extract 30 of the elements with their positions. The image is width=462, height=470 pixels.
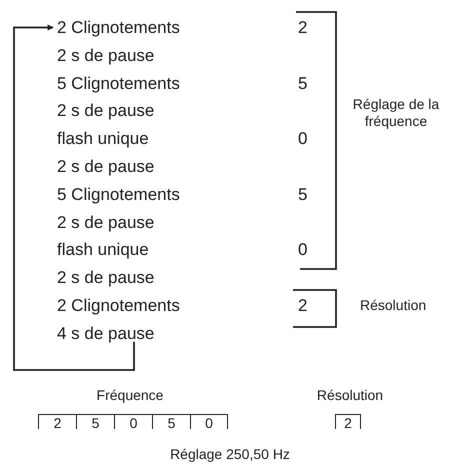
sequence-step: 5 Clignotements <box>57 184 180 205</box>
sequence-step: 2 s de pause <box>57 156 154 177</box>
digit-cell: 0 <box>190 414 228 429</box>
sequence-step: 5 Clignotements <box>57 72 180 94</box>
caption-text: Résolution <box>316 387 384 404</box>
sequence-step: 2 s de pause <box>57 100 154 122</box>
loop-arrow <box>13 24 135 371</box>
sequence-step: 2 Clignotements <box>57 17 180 38</box>
sequence-step: 4 s de pause <box>57 322 154 344</box>
sequence-step: 2 s de pause <box>57 267 154 288</box>
sequence-step: 2 Clignotements <box>57 295 180 316</box>
setting-digit: 0 <box>298 239 308 260</box>
digit-cell: 5 <box>76 414 114 429</box>
digit-cell: 5 <box>152 414 190 429</box>
digit-cell: 0 <box>114 414 152 429</box>
sequence-step: flash unique <box>57 128 149 150</box>
setting-digit: 5 <box>298 72 308 94</box>
sequence-step: 2 s de pause <box>57 212 154 233</box>
setting-digit: 2 <box>298 295 308 316</box>
sequence-step: flash unique <box>57 239 149 260</box>
digit-cell: 2 <box>335 414 361 429</box>
caption-text: Résolution <box>360 297 428 314</box>
setting-digit: 0 <box>298 128 308 150</box>
caption-text: Fréquence <box>96 387 164 404</box>
setting-digit: 2 <box>298 17 308 38</box>
caption-text: Réglage 250,50 Hz <box>169 446 291 463</box>
setting-digit: 5 <box>298 184 308 205</box>
caption-text: Réglage de la fréquence <box>352 96 440 130</box>
digit-cell: 2 <box>38 414 76 429</box>
sequence-step: 2 s de pause <box>57 44 154 66</box>
